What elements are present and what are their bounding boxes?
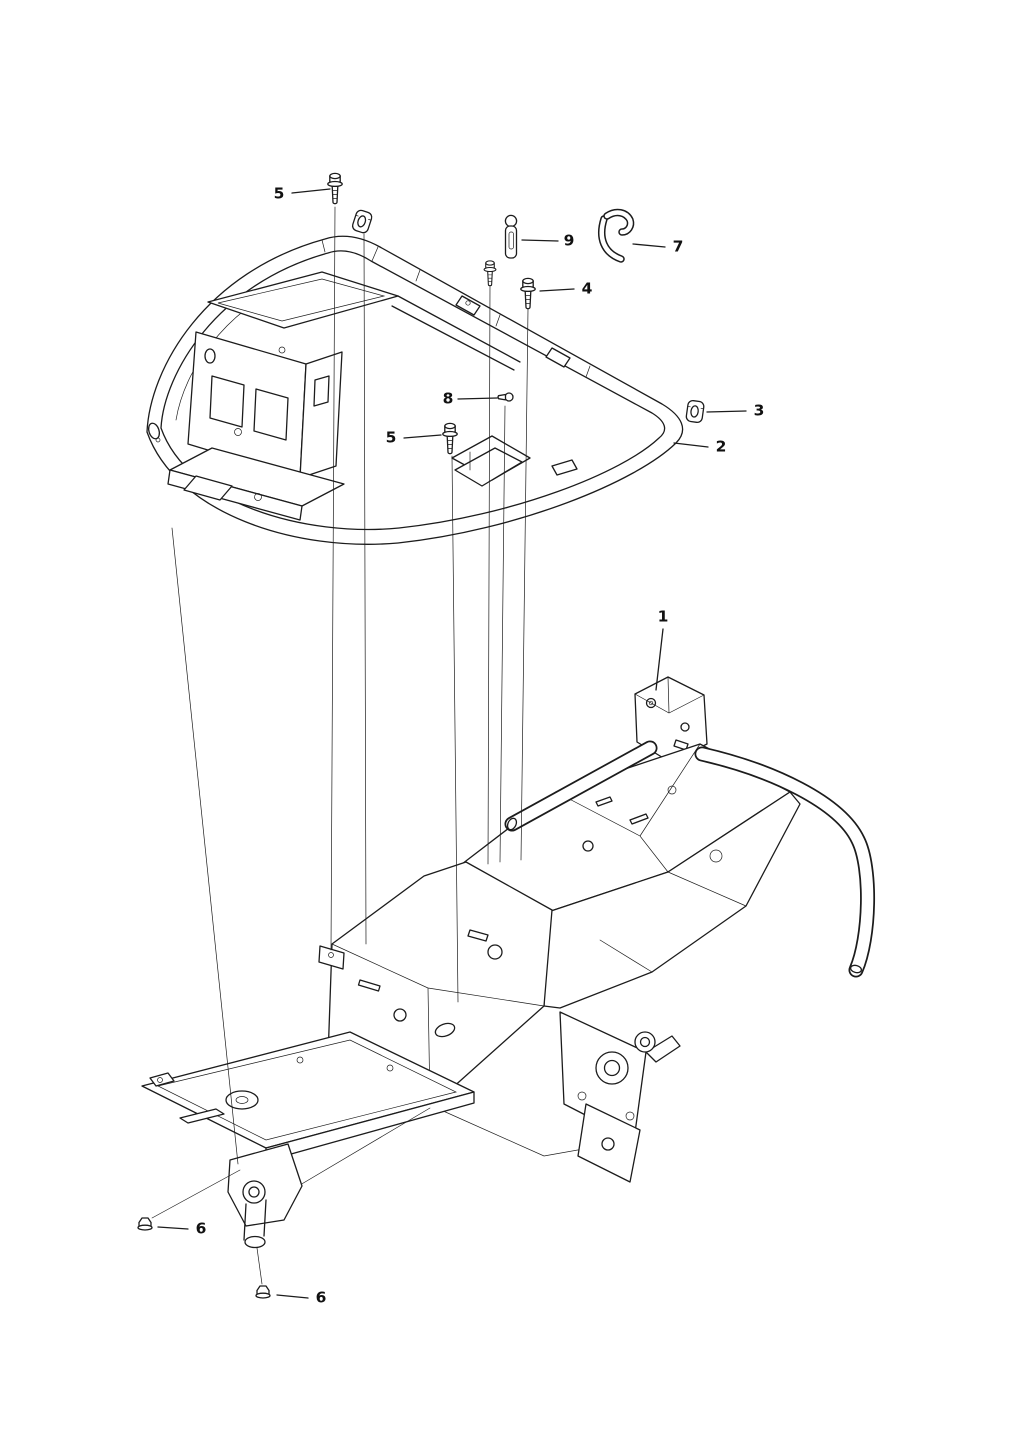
screw-small-icon — [483, 260, 497, 287]
callout-4: 4 — [581, 279, 593, 298]
callout-5-top: 5 — [273, 184, 285, 203]
callout-8: 8 — [442, 389, 454, 408]
callout-3: 3 — [753, 401, 765, 420]
nut-6-left-icon — [137, 1217, 153, 1231]
pin-9-icon — [504, 214, 518, 259]
callout-6-left: 6 — [195, 1219, 207, 1238]
fasteners — [137, 172, 706, 1299]
grommet-top-icon — [350, 208, 374, 235]
leader-lines — [157, 188, 747, 1299]
screw-4-icon — [520, 277, 536, 310]
callout-2: 2 — [715, 437, 727, 456]
callout-5-mid: 5 — [385, 428, 397, 447]
lower-chassis-assembly — [141, 676, 875, 1285]
grommet-3-icon — [685, 399, 706, 424]
screw-5-mid-icon — [442, 422, 458, 455]
upper-frame-assembly — [146, 235, 684, 545]
callout-7: 7 — [672, 237, 684, 256]
callout-1: 1 — [657, 607, 669, 626]
pin-8-icon — [497, 392, 514, 402]
callout-9: 9 — [563, 231, 575, 250]
callout-6-bottom: 6 — [315, 1288, 327, 1307]
nut-6-bottom-icon — [255, 1285, 271, 1299]
clip-7-icon — [597, 208, 635, 263]
projection-lines — [151, 206, 529, 1219]
